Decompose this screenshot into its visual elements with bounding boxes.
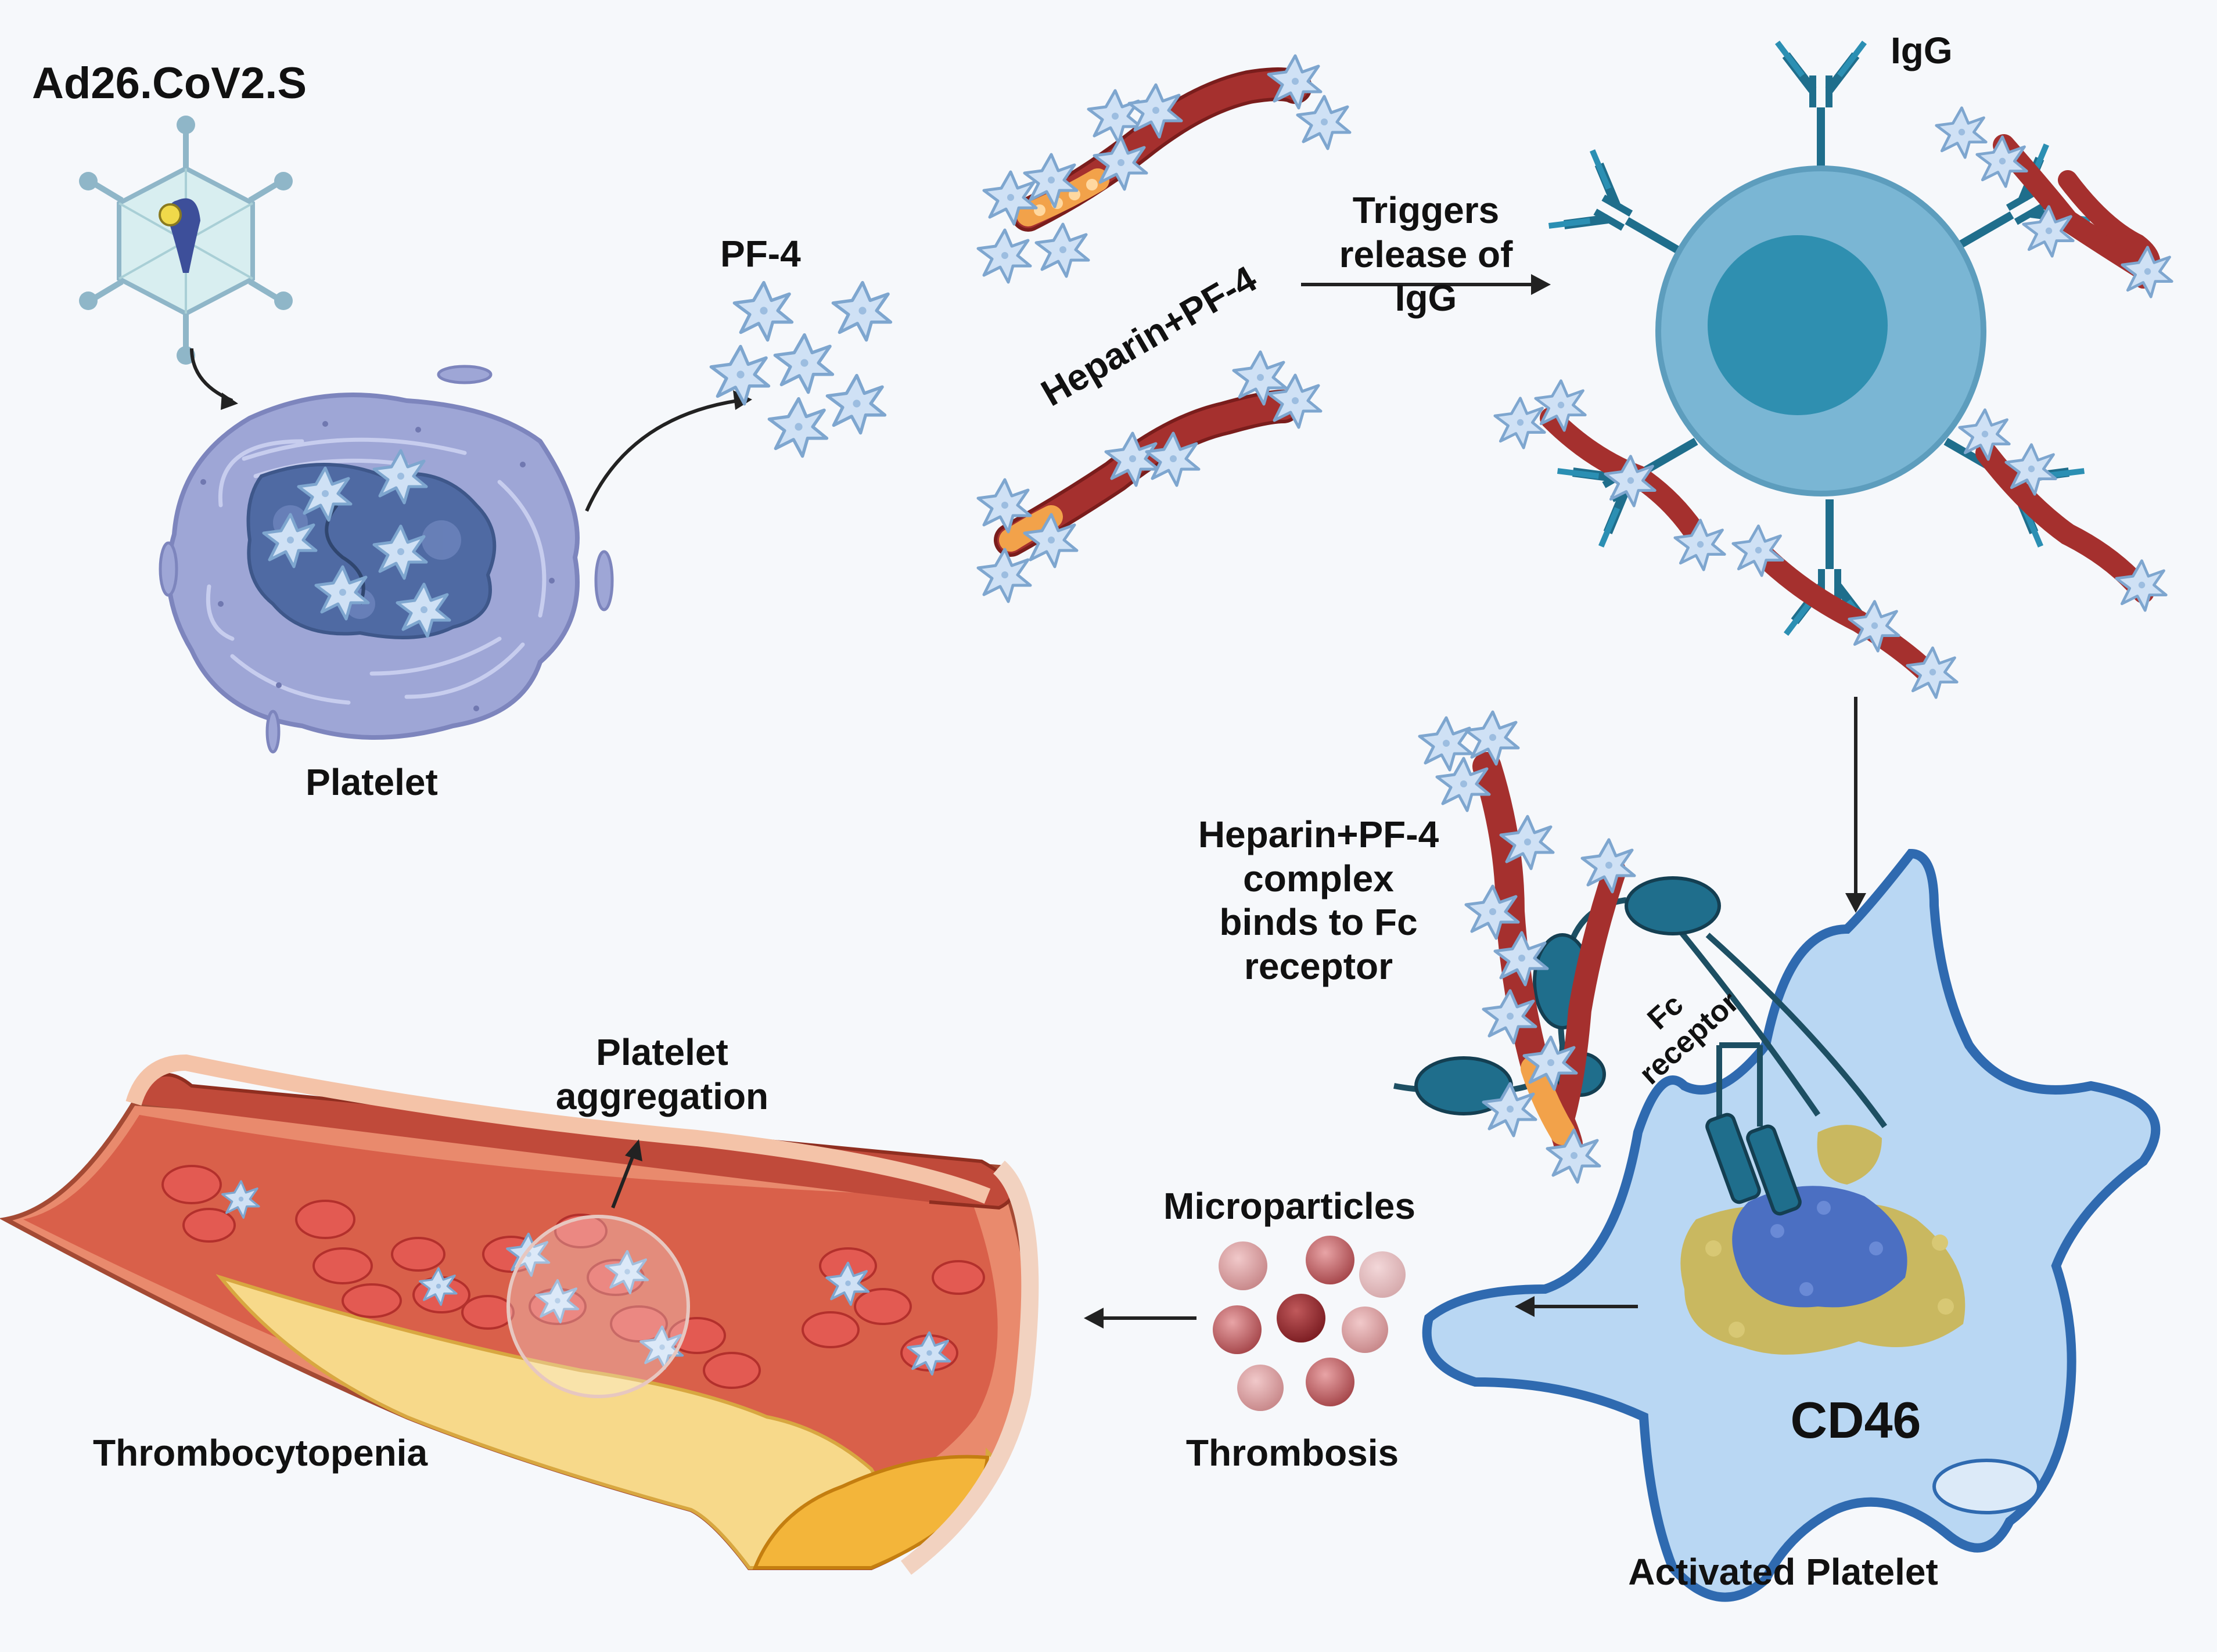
cd46-protein — [1680, 1125, 1966, 1355]
microparticles-label: Microparticles — [1163, 1185, 1415, 1227]
triggers-line-2: release of — [1339, 233, 1513, 275]
thrombosis-label: Thrombosis — [1185, 1432, 1399, 1474]
complex-strand — [1420, 712, 1634, 1182]
blood-vessel — [0, 1054, 1039, 1575]
platelet-cell — [159, 365, 614, 754]
pf4-cluster — [711, 283, 890, 456]
platelet-label: Platelet — [306, 761, 438, 803]
vaccine-label: Ad26.CoV2.S — [32, 59, 307, 108]
complex-line-4: receptor — [1244, 945, 1393, 987]
arrow-head — [1084, 1308, 1104, 1329]
adenovirus-icon — [79, 116, 293, 365]
triggers-line-1: Triggers — [1352, 189, 1500, 231]
platelet-aggregation-label: Platelet aggregation — [556, 1031, 768, 1118]
igg-cell — [1549, 42, 2090, 634]
heparin-pf4-strand — [978, 56, 1350, 282]
igg-bound-strands — [1495, 108, 2172, 697]
aggregation-line-2: aggregation — [555, 1075, 769, 1117]
arrow-head — [221, 393, 238, 410]
magnifier-circle — [506, 1215, 690, 1398]
heparin-pf4-strand — [978, 352, 1321, 602]
activated-platelet — [1422, 848, 2161, 1602]
pf4-label: PF-4 — [720, 233, 801, 275]
arrow-head — [1515, 1296, 1535, 1317]
triggers-label: Triggers release of IgG — [1339, 189, 1513, 321]
arrow-head — [1845, 893, 1866, 913]
cd46-label: CD46 — [1790, 1391, 1921, 1449]
igg-label: IgG — [1891, 30, 1953, 71]
complex-line-2: complex — [1243, 857, 1394, 899]
complex-label: Heparin+PF-4 complex binds to Fc recepto… — [1198, 813, 1439, 988]
arrow-virus-to-platelet — [190, 348, 233, 402]
arrow-head — [625, 1139, 642, 1161]
arrow-aggregation — [611, 1154, 635, 1209]
aggregation-line-1: Platelet — [596, 1031, 728, 1073]
triggers-line-3: IgG — [1395, 277, 1457, 319]
complex-line-3: binds to Fc — [1219, 901, 1418, 944]
microparticles — [1213, 1236, 1406, 1411]
complex-line-1: Heparin+PF-4 — [1198, 814, 1439, 855]
activated-platelet-label: Activated Platelet — [1628, 1551, 1938, 1593]
thrombocytopenia-label: Thrombocytopenia — [93, 1432, 428, 1474]
arrow-head — [1531, 274, 1551, 295]
arrow-platelet-to-pf4 — [585, 399, 738, 512]
